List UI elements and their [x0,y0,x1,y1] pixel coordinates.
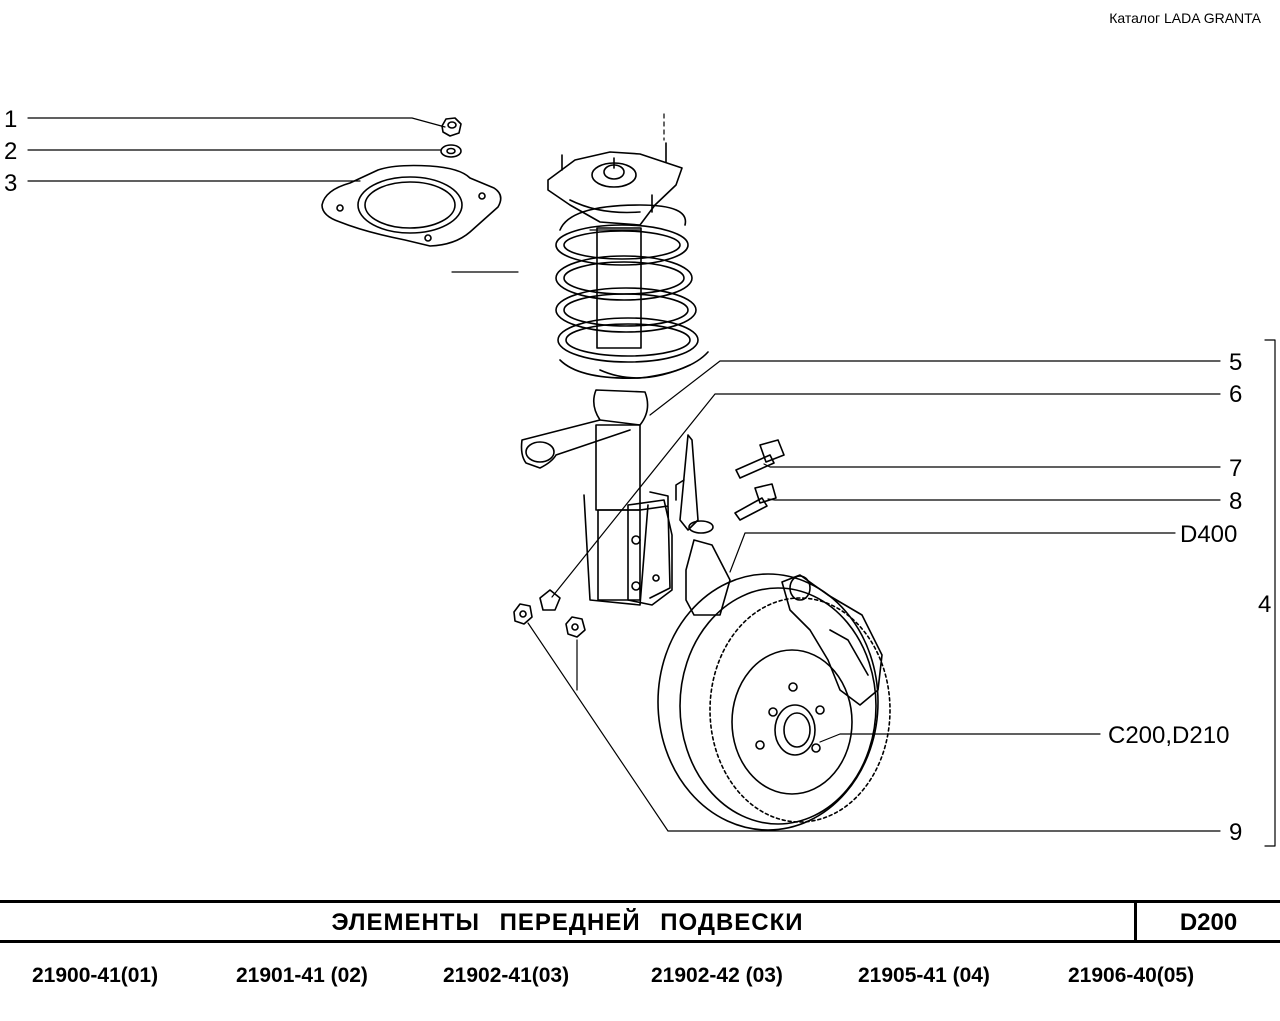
bolt-8 [734,483,777,521]
model-code: 21902-42 (03) [651,964,783,987]
model-list: 21900-41(01) 21901-41 (02) 21902-41(03) … [0,964,1280,994]
callout-5: 5 [1229,349,1242,376]
callout-7: 7 [1229,455,1242,482]
callout-1: 1 [4,106,17,133]
callout-d400: D400 [1180,521,1237,548]
callout-4: 4 [1258,591,1271,618]
callout-8: 8 [1229,488,1242,515]
catalog-header: Каталог LADA GRANTA [1109,10,1261,26]
mounting-plate [321,164,502,247]
callout-2: 2 [4,138,17,165]
callout-c200-d210: C200,D210 [1108,722,1229,749]
brake-caliper [781,574,883,706]
steering-arm [685,539,731,616]
top-washer [440,144,462,158]
bolt-7 [735,439,785,479]
callout-9: 9 [1229,819,1242,846]
model-code: 21901-41 (02) [236,964,368,987]
lower-nut-left [513,603,533,625]
model-code: 21905-41 (04) [858,964,990,987]
brake-disc [657,573,891,831]
eccentric-washer [539,589,561,611]
knuckle-bracket [627,491,673,606]
callout-3: 3 [4,170,17,197]
title-bar: ЭЛЕМЕНТЫ ПЕРЕДНЕЙ ПОДВЕСКИ D200 [0,900,1280,943]
diagram-title: ЭЛЕМЕНТЫ ПЕРЕДНЕЙ ПОДВЕСКИ [331,909,804,936]
lower-nut-right [565,616,586,638]
top-nut [441,117,462,137]
shock-absorber [520,227,649,606]
model-code: 21906-40(05) [1068,964,1195,987]
diagram-code: D200 [1179,909,1238,936]
callout-6: 6 [1229,381,1242,408]
leader-lines [27,113,1276,847]
title-divider [1134,903,1137,940]
model-code: 21902-41(03) [443,964,570,987]
brake-hose [675,434,714,534]
model-code: 21900-41(01) [32,964,159,987]
strut-top-mount [547,142,683,226]
coil-spring [555,204,709,379]
